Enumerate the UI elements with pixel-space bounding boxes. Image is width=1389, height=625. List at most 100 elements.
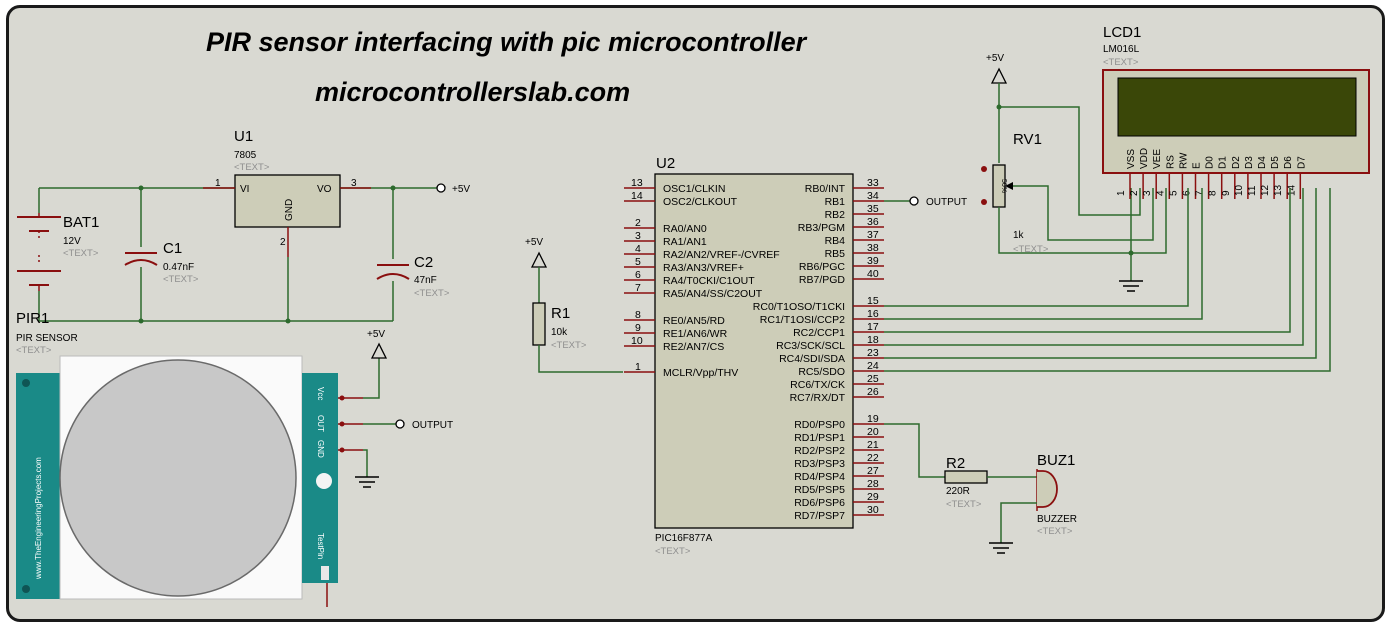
svg-text:22: 22	[867, 452, 879, 464]
u1-regulator-body	[234, 174, 341, 228]
lcd-pin-rw: RW 5	[1168, 152, 1189, 199]
svg-text:RC1/T1OSI/CCP2: RC1/T1OSI/CCP2	[760, 314, 845, 326]
lcd-pin-rs: RS4	[1155, 155, 1176, 199]
schematic-frame: PIR sensor interfacing with pic microcon…	[6, 5, 1385, 622]
svg-text:RA4/T0CKI/C1OUT: RA4/T0CKI/C1OUT	[663, 275, 755, 287]
svg-text:3: 3	[635, 230, 641, 242]
lcd-pin-d0: D07	[1195, 156, 1216, 199]
lcd-pin-number: 7	[1195, 190, 1206, 196]
r2-value: 220R	[946, 486, 970, 497]
svg-text:RD5/PSP5: RD5/PSP5	[794, 484, 845, 496]
lcd-pin-name: RW	[1178, 152, 1189, 169]
lcd-pin-d5: D5 12	[1260, 156, 1281, 199]
svg-text:RA3/AN3/VREF+: RA3/AN3/VREF+	[663, 262, 744, 274]
svg-text:17: 17	[867, 321, 879, 333]
svg-text:21: 21	[867, 439, 879, 451]
svg-text:18: 18	[867, 334, 879, 346]
svg-text:RE1/AN6/WR: RE1/AN6/WR	[663, 328, 728, 340]
u1-pin2: 2	[280, 237, 286, 248]
svg-text:RB6/PGC: RB6/PGC	[799, 261, 846, 273]
lcd-pin-number: 10	[1234, 184, 1245, 196]
svg-text:RB2: RB2	[825, 209, 846, 221]
u2-body	[654, 173, 854, 529]
svg-text:OSC1/CLKIN: OSC1/CLKIN	[663, 183, 725, 195]
rv1-plus5v-label: +5V	[986, 53, 1004, 64]
svg-text:19: 19	[867, 413, 879, 425]
lcd-pin-d2: D2 9	[1221, 156, 1242, 199]
svg-text:RB7/PGD: RB7/PGD	[799, 274, 846, 286]
lcd-pin-number: 4	[1155, 190, 1166, 196]
u1-part: 7805	[234, 150, 257, 161]
r1-value: 10k	[551, 327, 568, 338]
svg-text:15: 15	[867, 295, 879, 307]
pir-text: <TEXT>	[16, 345, 52, 356]
svg-text:RA1/AN1: RA1/AN1	[663, 236, 707, 248]
lcd-pin-number: 3	[1142, 190, 1153, 196]
lcd-pin-name: D5	[1270, 156, 1281, 169]
svg-text:RA2/AN2/VREF-/CVREF: RA2/AN2/VREF-/CVREF	[663, 249, 780, 261]
c2-value: 47nF	[414, 275, 437, 286]
svg-text:RB1: RB1	[825, 196, 846, 208]
svg-text:33: 33	[867, 177, 879, 189]
lcd-pin-name: D1	[1218, 156, 1229, 169]
lcd-pin-number: 12	[1260, 184, 1271, 196]
svg-text:RB0/INT: RB0/INT	[805, 183, 846, 195]
svg-text:23: 23	[867, 347, 879, 359]
rv1-plus5v-arrow-icon	[990, 67, 1008, 84]
svg-text:28: 28	[867, 478, 879, 490]
buz1-ref: BUZ1	[1037, 452, 1075, 469]
title-line2: microcontrollerslab.com	[315, 77, 630, 107]
lcd-pin-number: 2	[1129, 190, 1140, 196]
lcd-pin-name: D2	[1231, 156, 1242, 169]
svg-text:13: 13	[631, 177, 643, 189]
svg-text:MCLR/Vpp/THV: MCLR/Vpp/THV	[663, 367, 738, 379]
pir-vcc-label: Vcc	[316, 387, 325, 400]
lcd-pin-number: 9	[1221, 190, 1232, 196]
svg-text:RC4/SDI/SDA: RC4/SDI/SDA	[779, 353, 845, 365]
svg-text:27: 27	[867, 465, 879, 477]
buzzer-icon	[1036, 469, 1058, 511]
svg-text:29: 29	[867, 491, 879, 503]
lcd-pin-name: VSS	[1126, 149, 1137, 169]
r1-section: +5V R1 10k <TEXT>	[525, 237, 623, 373]
lcd-pin-e: E6	[1182, 162, 1203, 199]
svg-text:RE2/AN7/CS: RE2/AN7/CS	[663, 341, 724, 353]
pir-test-label: TestPin	[316, 533, 325, 559]
svg-text:RC6/TX/CK: RC6/TX/CK	[790, 379, 845, 391]
lcd-pin-number: 14	[1286, 184, 1297, 196]
schematic-canvas: PIR sensor interfacing with pic microcon…	[16, 24, 1370, 607]
svg-text:RA5/AN4/SS/C2OUT: RA5/AN4/SS/C2OUT	[663, 288, 763, 300]
rv1-text: <TEXT>	[1013, 244, 1049, 255]
svg-text:14: 14	[631, 190, 643, 202]
svg-text:RC7/RX/DT: RC7/RX/DT	[790, 392, 846, 404]
bat1-ref: BAT1	[63, 214, 99, 231]
c1-capacitor-icon	[124, 252, 158, 266]
lcd-pin-name: D4	[1257, 156, 1268, 169]
svg-text:34: 34	[867, 190, 879, 202]
bat1-text: <TEXT>	[63, 248, 99, 259]
c1-text: <TEXT>	[163, 274, 199, 285]
u2-part: PIC16F877A	[655, 533, 713, 544]
svg-text:RD6/PSP6: RD6/PSP6	[794, 497, 845, 509]
lcd-pin-name: D6	[1283, 156, 1294, 169]
pir-plus5v-label: +5V	[367, 329, 385, 340]
svg-text:RA0/AN0: RA0/AN0	[663, 223, 707, 235]
lcd-section: LCD1 LM016L <TEXT> VSS1VDD2VEE3RS4RW5E6D…	[1102, 24, 1370, 199]
lcd-pin-number: 5	[1168, 190, 1179, 196]
svg-text:RD1/PSP1: RD1/PSP1	[794, 432, 845, 444]
rb1-output-label: OUTPUT	[926, 197, 967, 208]
